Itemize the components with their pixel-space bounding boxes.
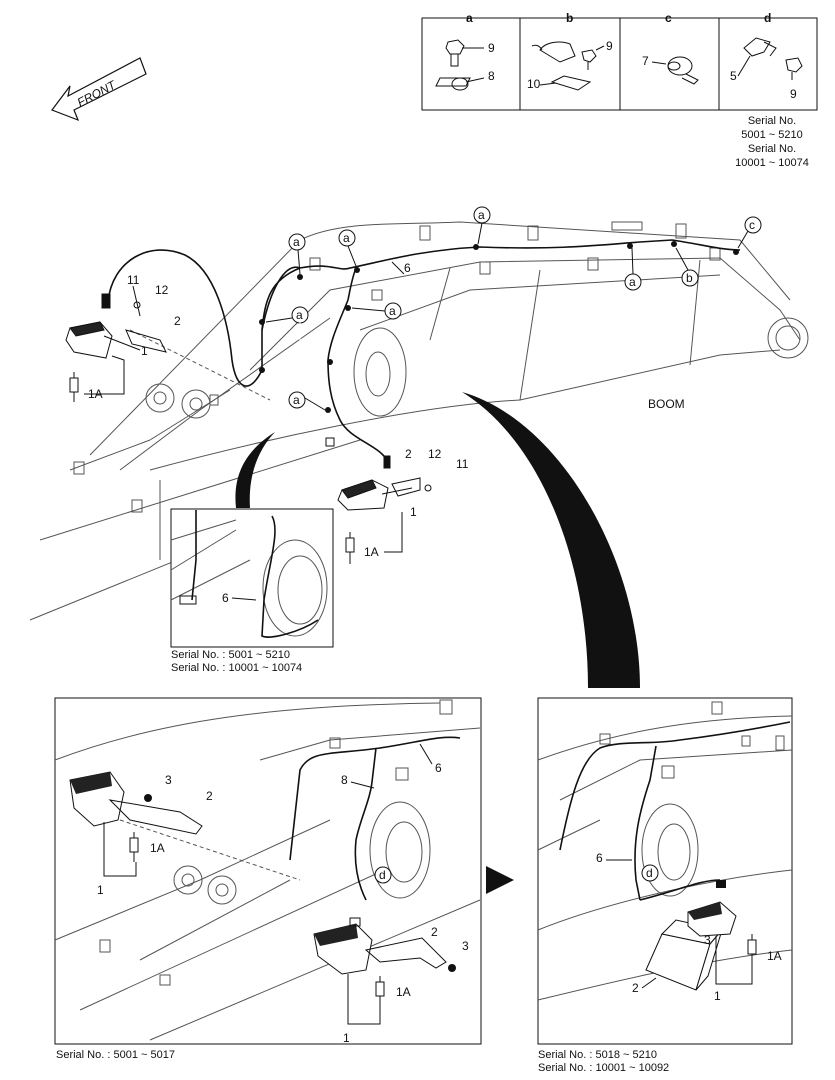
inset-detail: 6: [170, 508, 334, 648]
callout-marker: a: [338, 229, 357, 267]
left-light-11: 11: [127, 273, 140, 287]
serial-top-3: Serial No.: [747, 143, 797, 155]
svg-text:a: a: [478, 208, 485, 222]
pl-part-1a-bottom: 1A: [396, 985, 411, 999]
svg-text:a: a: [389, 304, 396, 318]
left-light-1: 1: [141, 344, 148, 358]
pl-part-2-top: 2: [206, 789, 213, 803]
b-left-part: 10: [527, 77, 541, 91]
right-light-1: 1: [410, 505, 417, 519]
bulb-icon: [375, 976, 385, 1010]
sweep-arrow-right: [462, 392, 640, 688]
left-light-2: 2: [174, 314, 181, 328]
bulb-icon: [129, 832, 139, 862]
serial-top-2: 5001 ~ 5210: [741, 129, 803, 141]
callout-marker: a: [288, 233, 306, 275]
col-a-label: a: [466, 11, 473, 25]
serial-top: Serial No. 5001 ~ 5210 Serial No. 10001 …: [722, 114, 822, 170]
d-right-part: 9: [790, 87, 797, 101]
pr-part-6: 6: [596, 851, 603, 865]
pr-callout-d: d: [646, 866, 653, 880]
sweep-arrow-left: [235, 432, 275, 508]
svg-text:a: a: [629, 275, 636, 289]
pl-part-3-top: 3: [165, 773, 172, 787]
pl-part-6: 6: [435, 761, 442, 775]
svg-text:a: a: [293, 235, 300, 249]
inset-serial-1: Serial No. : 5001 ~ 5210: [171, 649, 290, 661]
callout-marker: c: [737, 216, 762, 249]
callout-marker: a: [351, 302, 402, 320]
inset-harness-6: 6: [222, 591, 229, 605]
svg-text:a: a: [293, 393, 300, 407]
grommet-icon: [667, 56, 699, 85]
pl-part-1-top: 1: [97, 883, 104, 897]
inset-serial-2: Serial No. : 10001 ~ 10074: [171, 662, 303, 674]
pl-part-3-bottom: 3: [462, 939, 469, 953]
a-top-part: 9: [488, 41, 495, 55]
boom-label: BOOM: [648, 397, 685, 411]
detail-table: a b c d 9 8 9 10: [421, 11, 818, 111]
clips: [259, 241, 739, 413]
panel-right-serial-1: Serial No. : 5018 ~ 5210: [538, 1049, 657, 1061]
panel-right: 6 d 3 2 1A 1: [537, 697, 793, 1045]
callout-marker: b: [675, 247, 699, 287]
next-arrow: [486, 866, 514, 894]
right-light-2: 2: [405, 447, 412, 461]
callout-marker: a: [624, 247, 642, 291]
col-c-label: c: [665, 11, 672, 25]
panel-left-serial: Serial No. : 5001 ~ 5017: [56, 1049, 175, 1061]
work-light-left: [65, 285, 167, 359]
inset-serial: Serial No. : 5001 ~ 5210 Serial No. : 10…: [171, 649, 302, 675]
c-left-part: 7: [642, 54, 649, 68]
bulb-icon: [747, 934, 757, 968]
b-top-part: 9: [606, 39, 613, 53]
pl-callout-d: d: [379, 868, 386, 882]
svg-text:b: b: [686, 271, 693, 285]
serial-top-1: Serial No.: [747, 115, 797, 127]
bulb-icon: [345, 512, 403, 564]
col-d-label: d: [764, 11, 771, 25]
pl-part-8: 8: [341, 773, 348, 787]
front-label: FRONT: [75, 77, 120, 110]
pr-part-3: 3: [704, 933, 711, 947]
pl-part-2-bottom: 2: [431, 925, 438, 939]
col-b-label: b: [566, 11, 573, 25]
serial-top-4: 10001 ~ 10074: [735, 157, 809, 169]
right-light-11: 11: [456, 457, 469, 471]
work-light-right: [325, 437, 432, 511]
callout-marker: a: [473, 206, 491, 245]
panel-left: 3 2 1A 1 8 6 d 2 3 1A 1: [54, 697, 482, 1045]
left-light-12: 12: [155, 283, 169, 297]
callout-marker: a: [265, 306, 309, 324]
pr-part-1: 1: [714, 989, 721, 1003]
pr-part-2: 2: [632, 981, 639, 995]
pl-part-1a-top: 1A: [150, 841, 165, 855]
panel-right-serial: Serial No. : 5018 ~ 5210 Serial No. : 10…: [538, 1049, 669, 1075]
d-left-part: 5: [730, 69, 737, 83]
wire-harness: [107, 239, 741, 463]
svg-text:c: c: [749, 218, 755, 232]
harness-6-label: 6: [404, 261, 411, 275]
bolt-icon: [445, 39, 484, 67]
right-light-1a: 1A: [364, 545, 379, 559]
callout-markers: a a a a a a a b c: [265, 206, 762, 411]
right-light-12: 12: [428, 447, 442, 461]
svg-text:a: a: [343, 231, 350, 245]
callout-marker: a: [288, 391, 326, 411]
bracket-icon: [435, 77, 485, 91]
panel-right-serial-2: Serial No. : 10001 ~ 10092: [538, 1062, 670, 1074]
clamp-icon: [531, 41, 605, 91]
pr-part-1a: 1A: [767, 949, 782, 963]
bulb-icon: [69, 355, 125, 402]
svg-text:a: a: [296, 308, 303, 322]
a-bottom-part: 8: [488, 69, 495, 83]
front-arrow: FRONT: [51, 57, 147, 122]
clip-icon: [743, 37, 803, 80]
pl-part-1-bottom: 1: [343, 1031, 350, 1045]
